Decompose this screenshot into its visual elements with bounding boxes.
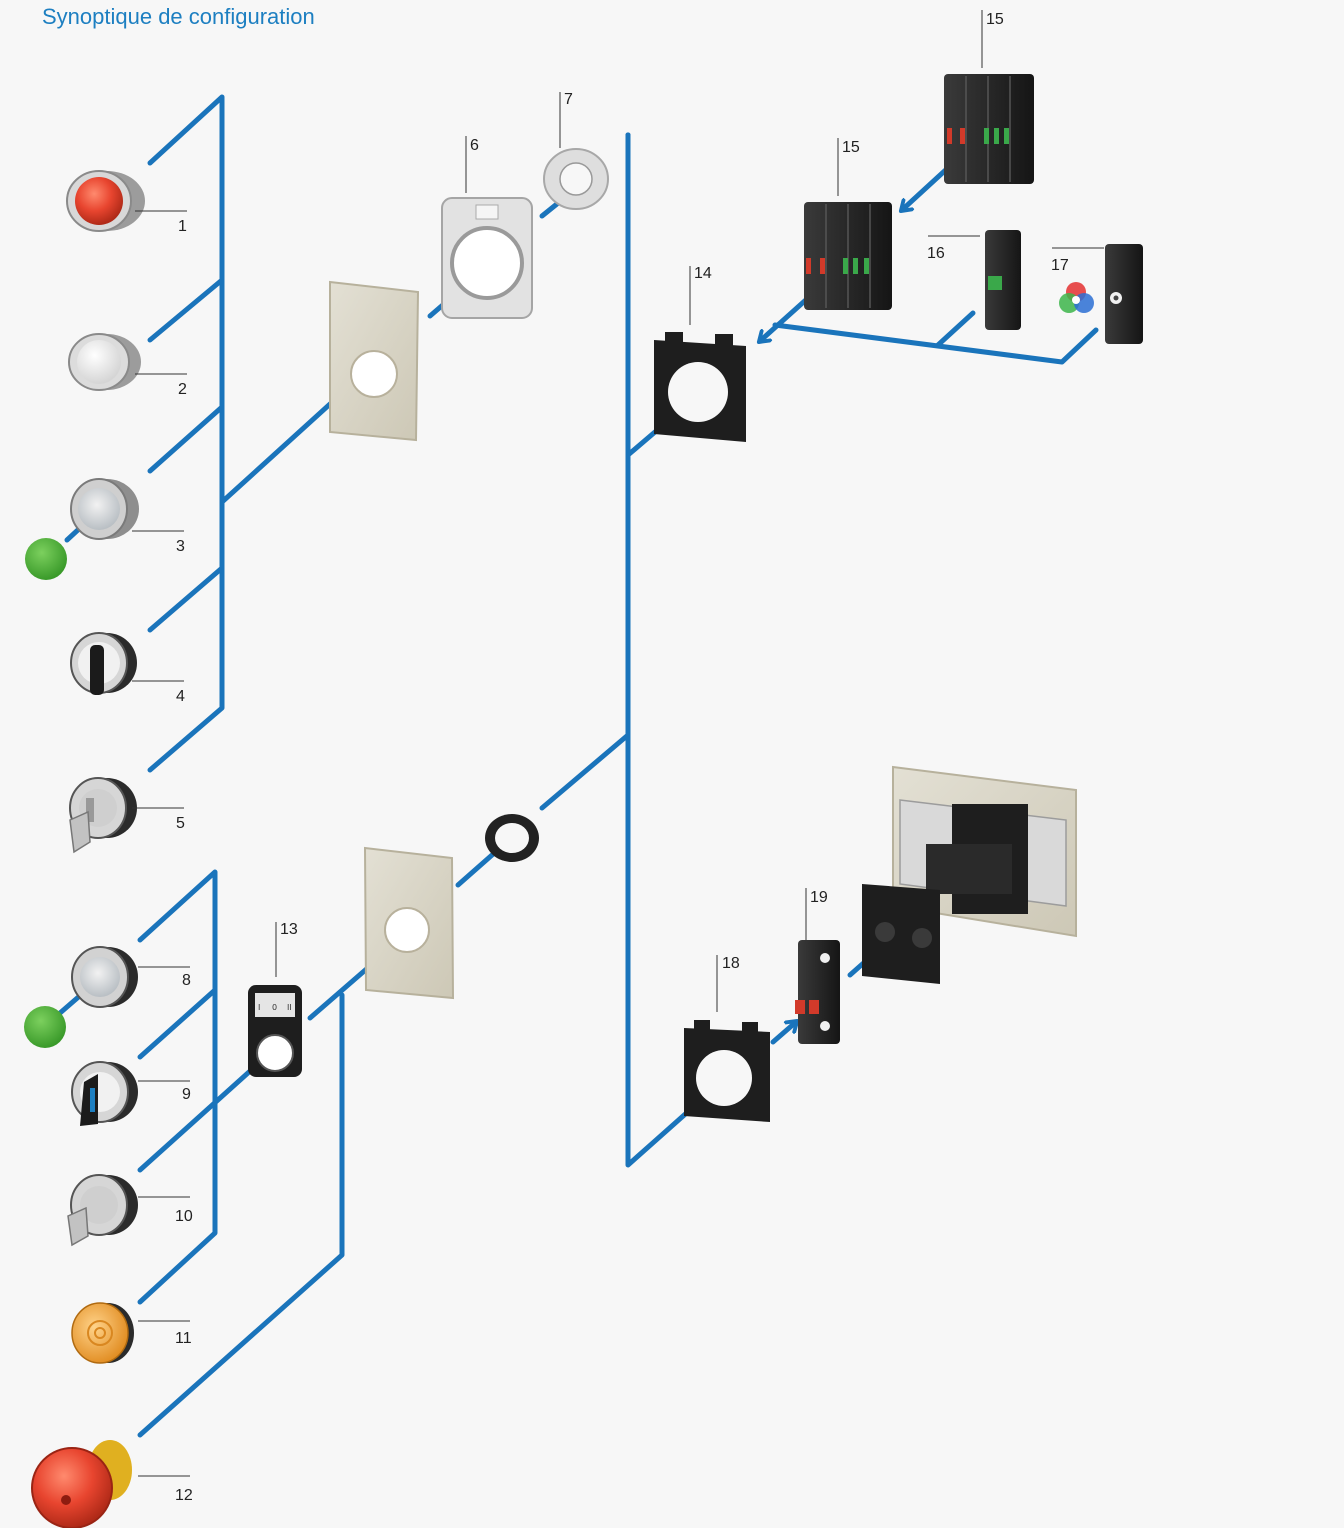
- sealing-ring: [485, 814, 539, 862]
- rear-contact-block-icon: [795, 940, 840, 1044]
- label-14: 14: [694, 265, 712, 282]
- fixing-adapter-icon: [684, 1020, 770, 1122]
- label-15-top: 15: [986, 11, 1004, 28]
- label-11: 11: [175, 1330, 192, 1347]
- selector-switch-icon: [71, 1061, 138, 1126]
- anti-rotation-ring-icon: [543, 148, 609, 210]
- operator-1: 1: [66, 170, 187, 235]
- label-13: 13: [280, 921, 298, 938]
- svg-text:0: 0: [272, 1003, 277, 1012]
- page-title: Synoptique de configuration: [42, 4, 315, 29]
- led-module-17: 17: [1051, 244, 1143, 344]
- emergency-stop-mushroom-icon: [31, 1440, 132, 1528]
- contact-block-stack-icon: [944, 74, 1034, 184]
- label-12: 12: [175, 1487, 193, 1504]
- single-contact-block-icon: [985, 230, 1021, 330]
- single-contact-block-16: 16: [927, 230, 1021, 330]
- label-9: 9: [182, 1086, 191, 1103]
- label-5: 5: [176, 815, 185, 832]
- legend-holder-icon: I 0 II: [248, 985, 302, 1077]
- operator-8: 8: [24, 946, 191, 1048]
- label-1: 1: [178, 218, 187, 235]
- clear-lens-pushbutton-icon: [71, 946, 138, 1008]
- label-16: 16: [927, 245, 945, 262]
- operator-3: 3: [25, 478, 185, 580]
- enclosure-rear-mount-icon: [862, 765, 1077, 984]
- green-lens-cap-icon: [24, 1006, 66, 1048]
- white-flush-pushbutton-icon: [68, 333, 141, 391]
- label-17: 17: [1051, 257, 1069, 274]
- rear-contact-block-19: 19: [795, 888, 840, 1044]
- red-illuminated-pushbutton-icon: [66, 170, 145, 232]
- operator-12: 12: [31, 1440, 193, 1528]
- label-19: 19: [810, 889, 828, 906]
- label-8: 8: [182, 972, 191, 989]
- fixing-adapter-18: 18: [684, 955, 770, 1122]
- operator-9: 9: [71, 1061, 191, 1126]
- operator-4: 4: [70, 632, 185, 705]
- label-18: 18: [722, 955, 740, 972]
- operator-2: 2: [68, 333, 187, 398]
- clear-lens-pushbutton-icon: [70, 478, 139, 540]
- label-4: 4: [176, 688, 185, 705]
- label-10: 10: [175, 1208, 193, 1225]
- adapter-plate-icon: [441, 197, 533, 319]
- operator-5: 5: [69, 777, 185, 854]
- mounting-panel-upper: [329, 280, 420, 442]
- adapter-plate-6: 6: [441, 136, 533, 319]
- amber-indicator-light-icon: [71, 1302, 134, 1364]
- key-switch-icon: [69, 777, 137, 854]
- led-module-icon: [1105, 244, 1143, 344]
- svg-text:II: II: [287, 1003, 292, 1012]
- fixing-adapter-icon: [654, 332, 746, 442]
- green-lens-cap-icon: [25, 538, 67, 580]
- key-switch-icon: [67, 1174, 138, 1247]
- svg-text:I: I: [258, 1003, 260, 1012]
- label-6: 6: [470, 137, 479, 154]
- legend-holder-13: I 0 II 13: [248, 921, 302, 1077]
- contact-block-stack-15: 15: [804, 138, 892, 310]
- mounting-panel-lower: [363, 846, 455, 1000]
- label-3: 3: [176, 538, 185, 555]
- operator-10: 10: [67, 1174, 193, 1247]
- connector-lines: [57, 94, 1099, 1438]
- anti-rotation-ring-7: 7: [543, 91, 609, 210]
- contact-block-stack-icon: [804, 202, 892, 310]
- label-2: 2: [178, 381, 187, 398]
- label-15: 15: [842, 139, 860, 156]
- rgb-led-icon: [1059, 282, 1094, 313]
- fixing-adapter-14: 14: [654, 265, 746, 442]
- label-7: 7: [564, 91, 573, 108]
- contact-block-stack-15-top: 15: [944, 10, 1034, 184]
- operator-11: 11: [71, 1302, 192, 1364]
- selector-switch-icon: [70, 632, 137, 695]
